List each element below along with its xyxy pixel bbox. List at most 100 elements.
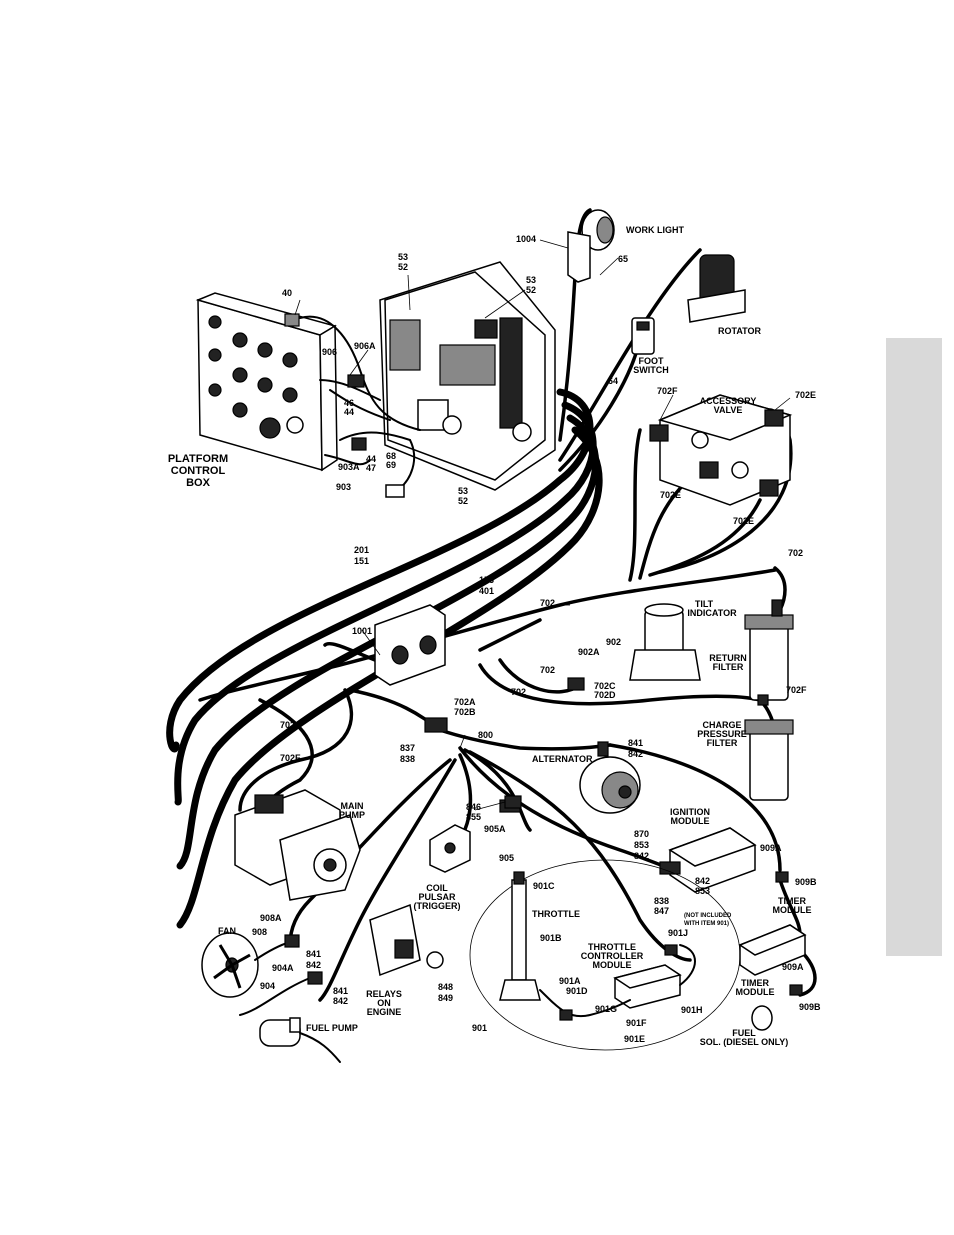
callout-52-top: 52 [398, 262, 408, 272]
work-light [567, 209, 615, 283]
callout-702E-right: 702E [795, 390, 816, 400]
callout-40: 40 [282, 288, 292, 298]
page-edge-tab [886, 338, 942, 956]
callout-908A: 908A [260, 913, 282, 923]
callout-53-top: 53 [398, 252, 408, 262]
label-alternator: ALTERNATOR [532, 754, 593, 764]
platform-control-box-front [195, 292, 338, 472]
callout-702A: 702A [454, 697, 476, 707]
label-tilt-indicator-2: INDICATOR [687, 608, 737, 618]
label-coil-pulsar-2: PULSAR [418, 892, 456, 902]
label-platform-control-box-2: CONTROL [171, 465, 226, 477]
callout-800: 800 [478, 730, 493, 740]
throttle [499, 871, 541, 1001]
relays-on-engine [369, 903, 444, 977]
label-return-filter-2: FILTER [713, 662, 744, 672]
label-ignition-module-1: IGNITION [670, 807, 710, 817]
label-foot-switch-1: FOOT [639, 356, 664, 366]
callout-838: 838 [400, 754, 415, 764]
label-accessory-valve-2: VALVE [714, 405, 743, 415]
label-timer-module-upper-2: MODULE [773, 905, 812, 915]
label-charge-filter-1: CHARGE [702, 720, 741, 730]
fuel-pump [239, 971, 341, 1063]
callout-702D: 702D [594, 690, 616, 700]
callout-903A: 903A [338, 462, 360, 472]
label-fuel-sol-1: FUEL [732, 1028, 756, 1038]
foot-switch [631, 317, 655, 355]
label-main-pump-1: MAIN [341, 801, 364, 811]
callout-841-alt: 841 [628, 738, 643, 748]
callout-853b: 853 [695, 886, 710, 896]
callout-702F-right: 702F [786, 685, 807, 695]
callout-847: 847 [654, 906, 669, 916]
callout-702-d: 702 [511, 687, 526, 697]
label-timer-module-lower-2: MODULE [736, 987, 775, 997]
callout-901D: 901D [566, 986, 588, 996]
callout-201: 201 [354, 545, 369, 555]
callout-702C: 702C [594, 681, 616, 691]
callout-848: 848 [438, 982, 453, 992]
tilt-indicator [629, 603, 701, 681]
callout-702-b: 702 [540, 598, 555, 608]
callout-841-fuel: 841 [333, 986, 348, 996]
callout-53-right: 53 [526, 275, 536, 285]
callout-702B: 702B [454, 707, 476, 717]
label-accessory-valve-1: ACCESSORY [700, 396, 757, 406]
callout-846: 846 [466, 802, 481, 812]
callout-853a: 853 [634, 840, 649, 850]
callout-46: 46 [344, 398, 354, 408]
callout-909A-top: 909A [760, 843, 782, 853]
callout-855: 855 [466, 812, 481, 822]
callout-842-fuel: 842 [333, 996, 348, 1006]
callout-901J: 901J [668, 928, 688, 938]
callout-849: 849 [438, 993, 453, 1003]
callout-902A: 902A [578, 647, 600, 657]
callout-909B-top: 909B [795, 877, 817, 887]
label-not-included-1: (NOT INCLUDED [684, 913, 732, 919]
callout-901E: 901E [624, 1034, 645, 1044]
callout-901G: 901G [595, 1004, 617, 1014]
callout-702-e: 702 [280, 720, 295, 730]
callout-44b: 44 [366, 454, 376, 464]
label-return-filter-1: RETURN [709, 653, 747, 663]
label-main-pump-2: PUMP [339, 810, 365, 820]
callout-905A: 905A [484, 824, 506, 834]
accessory-valve [649, 394, 793, 506]
label-relays-3: ENGINE [367, 1007, 402, 1017]
callout-1001: 1001 [352, 626, 372, 636]
callout-53-bottom: 53 [458, 486, 468, 496]
callout-64: 64 [608, 376, 618, 386]
callout-901C: 901C [533, 881, 555, 891]
callout-906: 906 [322, 347, 337, 357]
label-rotator: ROTATOR [718, 326, 761, 336]
leader-lines [294, 239, 791, 811]
callout-905: 905 [499, 853, 514, 863]
callout-702E-bottom: 702E [733, 516, 754, 526]
callout-901B: 901B [540, 933, 562, 943]
timer-module [738, 924, 807, 976]
ignition-module [659, 827, 757, 893]
callout-702-c: 702 [540, 665, 555, 675]
callout-904A: 904A [272, 963, 294, 973]
label-fuel-sol-2: SOL. (DIESEL ONLY) [700, 1037, 789, 1047]
component-labels: PLATFORM CONTROL BOX WORK LIGHT ROTATOR … [168, 225, 812, 1047]
label-timer-module-upper-1: TIMER [778, 896, 806, 906]
label-fuel-pump: FUEL PUMP [306, 1023, 358, 1033]
alternator [579, 741, 641, 814]
label-throttle-controller-2: CONTROLLER [581, 951, 644, 961]
callout-842b: 842 [695, 876, 710, 886]
label-relays-1: RELAYS [366, 989, 402, 999]
callout-401: 401 [479, 586, 494, 596]
callout-842a: 842 [634, 851, 649, 861]
callout-902: 902 [606, 637, 621, 647]
callout-901F: 901F [626, 1018, 647, 1028]
callout-65: 65 [618, 254, 628, 264]
label-ignition-module-2: MODULE [671, 816, 710, 826]
callout-837: 837 [400, 743, 415, 753]
label-work-light: WORK LIGHT [626, 225, 684, 235]
callout-68: 68 [386, 451, 396, 461]
label-throttle: THROTTLE [532, 909, 580, 919]
callout-52-right: 52 [526, 285, 536, 295]
label-charge-filter-2: PRESSURE [697, 729, 747, 739]
